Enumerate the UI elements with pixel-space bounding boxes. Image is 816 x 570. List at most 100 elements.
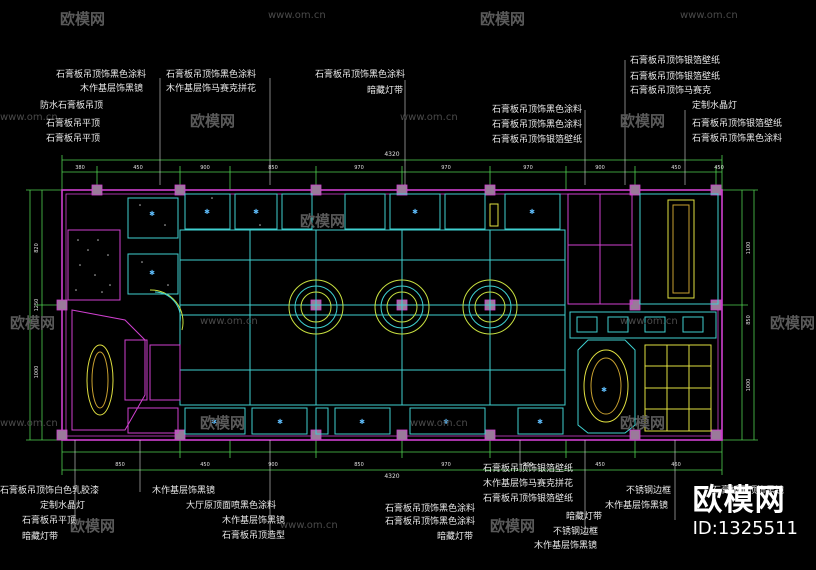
annotation-label: 木作基层饰黑镜 <box>222 516 286 526</box>
annotation-label: 定制水晶灯 <box>692 101 738 111</box>
svg-text:✱: ✱ <box>149 210 155 218</box>
watermark-text: 欧模网 <box>300 212 346 230</box>
annotation-label: 暗藏灯带 <box>367 86 404 96</box>
svg-text:✱: ✱ <box>204 208 210 216</box>
annotation-label: 石膏板吊平顶 <box>46 134 101 144</box>
annotation-label: 石膏板吊顶饰黑色涂料 <box>385 517 476 527</box>
right-rooms <box>567 193 719 434</box>
watermark-text: 欧模网 <box>200 414 246 432</box>
dimension-segment: 450 <box>200 462 210 468</box>
annotation-label: 石膏板吊顶饰银箔壁纸 <box>692 119 783 129</box>
annotation-label: 石膏板吊顶饰黑色涂料 <box>315 70 406 80</box>
annotation-label: 石膏板吊顶饰黑色涂料 <box>492 120 583 130</box>
svg-text:✱: ✱ <box>601 386 607 394</box>
watermark-url: www.om.cn <box>280 520 338 531</box>
dimension-segment: 900 <box>523 462 533 468</box>
watermark-text: 欧模网 <box>10 314 56 332</box>
watermark-url: www.om.cn <box>0 112 58 123</box>
annotation-label: 不锈钢边框 <box>626 486 672 496</box>
annotation-label: 防水石膏板吊顶 <box>40 101 104 111</box>
watermark-text: 欧模网 <box>770 314 816 332</box>
annotation-label: 石膏板吊平顶 <box>46 119 101 129</box>
brand-logo: 欧模网 <box>692 483 786 518</box>
dimension-segment: 900 <box>200 165 210 171</box>
svg-text:✱: ✱ <box>529 208 535 216</box>
dimension-segment: 460 <box>671 462 681 468</box>
annotation-label: 石膏板吊顶饰黑色涂料 <box>166 70 257 80</box>
model-id: ID:1325511 <box>692 518 798 539</box>
annotation-label: 石膏板吊顶饰黑色涂料 <box>56 70 147 80</box>
annotation-leaders <box>74 60 686 535</box>
round-feature-ceilings <box>149 279 518 335</box>
annotation-label: 石膏板吊顶饰白色乳胶漆 <box>0 486 100 496</box>
annotation-label: 石膏板吊顶饰黑镜 <box>712 486 785 496</box>
dimension-segment: 450 <box>595 462 605 468</box>
svg-text:✱: ✱ <box>537 418 543 426</box>
dimension-segment: 1100 <box>746 242 752 255</box>
annotation-label: 木作基层饰黑镜 <box>80 84 144 94</box>
dimension-segment: 1000 <box>34 366 40 379</box>
watermark-url: www.om.cn <box>680 10 738 21</box>
watermark-text: 欧模网 <box>620 112 666 130</box>
ceiling-light-symbols: ✱ ✱ ✱ ✱ ✱ ✱ ✱ ✱ ✱ ✱ ✱ ✱ <box>149 208 607 426</box>
annotation-label: 石膏板吊平顶 <box>22 516 77 526</box>
watermark-text: 欧模网 <box>480 10 526 28</box>
annotation-label: 暗藏灯带 <box>22 532 59 542</box>
annotation-label: 不锈钢边框 <box>553 527 599 537</box>
dimension-segment: 450 <box>671 165 681 171</box>
watermark-text: 欧模网 <box>190 112 236 130</box>
side-dimension-lines <box>26 189 758 441</box>
annotation-label: 石膏板吊顶饰黑色涂料 <box>692 134 783 144</box>
annotation-label: 石膏板吊顶饰银箔壁纸 <box>483 464 574 474</box>
svg-text:✱: ✱ <box>277 418 283 426</box>
dimension-segment: 970 <box>523 165 533 171</box>
svg-text:✱: ✱ <box>443 418 449 426</box>
dimension-total-top: 4320 <box>384 151 399 158</box>
dimension-total-bottom: 4320 <box>384 473 399 480</box>
annotation-label: 石膏板吊顶饰马赛克 <box>630 86 712 96</box>
annotation-label: 木作基层饰黑镜 <box>534 541 598 551</box>
svg-text:✱: ✱ <box>253 208 259 216</box>
dimension-segment: 970 <box>441 462 451 468</box>
brand-block: 欧模网 ID:1325511 <box>693 484 798 540</box>
dimension-segment: 450 <box>133 165 143 171</box>
annotation-label: 暗藏灯带 <box>437 532 474 542</box>
svg-text:✱: ✱ <box>359 418 365 426</box>
dimension-segment: 450 <box>714 165 724 171</box>
watermark-url: www.om.cn <box>400 112 458 123</box>
dimension-segment: 1000 <box>746 379 752 392</box>
annotation-label: 石膏板吊顶饰黑色涂料 <box>385 504 476 514</box>
dimension-segment: 1250 <box>34 299 40 312</box>
watermark-text: 欧模网 <box>60 10 106 28</box>
annotation-label: 暗藏灯带 <box>566 512 603 522</box>
annotation-label: 定制水晶灯 <box>40 501 86 511</box>
right-segment-texts: 1100 850 1000 <box>746 242 752 392</box>
annotation-label: 木作基层饰黑镜 <box>605 501 669 511</box>
bottom-dimension-lines <box>61 440 723 475</box>
annotation-label: 石膏板吊顶饰银箔壁纸 <box>483 494 574 504</box>
annotation-label: 石膏板吊顶饰银箔壁纸 <box>492 135 583 145</box>
dimension-segment: 850 <box>268 165 278 171</box>
dimension-segment: 850 <box>115 462 125 468</box>
dimension-segment: 970 <box>441 165 451 171</box>
annotation-label: 石膏板吊顶造型 <box>222 531 286 541</box>
dimension-segment: 850 <box>746 315 752 325</box>
watermark-url: www.om.cn <box>200 316 258 327</box>
dimension-segment: 850 <box>354 462 364 468</box>
annotation-label: 木作基层饰黑镜 <box>152 486 216 496</box>
dimension-texts: 4320 4320 <box>384 151 399 480</box>
svg-text:✱: ✱ <box>211 418 217 426</box>
annotation-label: 木作基层饰马赛克拼花 <box>166 84 257 94</box>
bottom-ceiling-panels <box>184 407 564 435</box>
annotation-label: 石膏板吊顶饰银箔壁纸 <box>630 56 721 66</box>
annotation-label: 石膏板吊顶饰黑色涂料 <box>492 105 583 115</box>
watermark-url: www.om.cn <box>268 10 326 21</box>
top-ceiling-panels <box>184 193 561 230</box>
watermark-text: 欧模网 <box>620 414 666 432</box>
watermark-text: 欧模网 <box>490 517 536 535</box>
left-rooms <box>67 197 181 434</box>
